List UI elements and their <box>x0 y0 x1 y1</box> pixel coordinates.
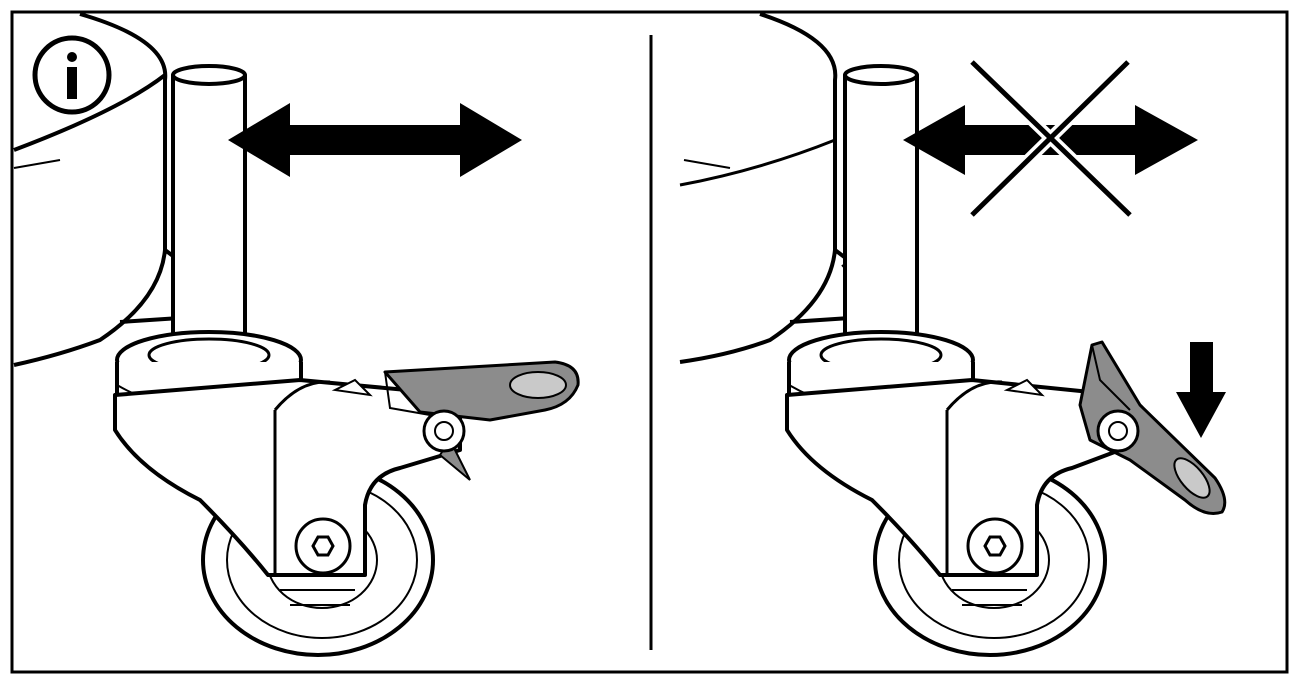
panel-unlocked <box>13 12 580 657</box>
caster-stem <box>171 64 247 357</box>
arrow-down-icon <box>1176 342 1226 438</box>
cross-out-icon <box>967 57 1135 220</box>
brake-lever-released <box>383 360 580 481</box>
caster-fork <box>113 378 462 577</box>
caster-stem <box>843 64 919 357</box>
info-icon <box>32 35 112 115</box>
panel-locked <box>679 12 1227 657</box>
double-arrow-horizontal-icon <box>228 103 522 177</box>
equipment-base <box>679 12 838 364</box>
brake-lever-engaged <box>1078 340 1227 515</box>
caster-fork <box>785 378 1122 577</box>
equipment-base <box>13 12 168 367</box>
